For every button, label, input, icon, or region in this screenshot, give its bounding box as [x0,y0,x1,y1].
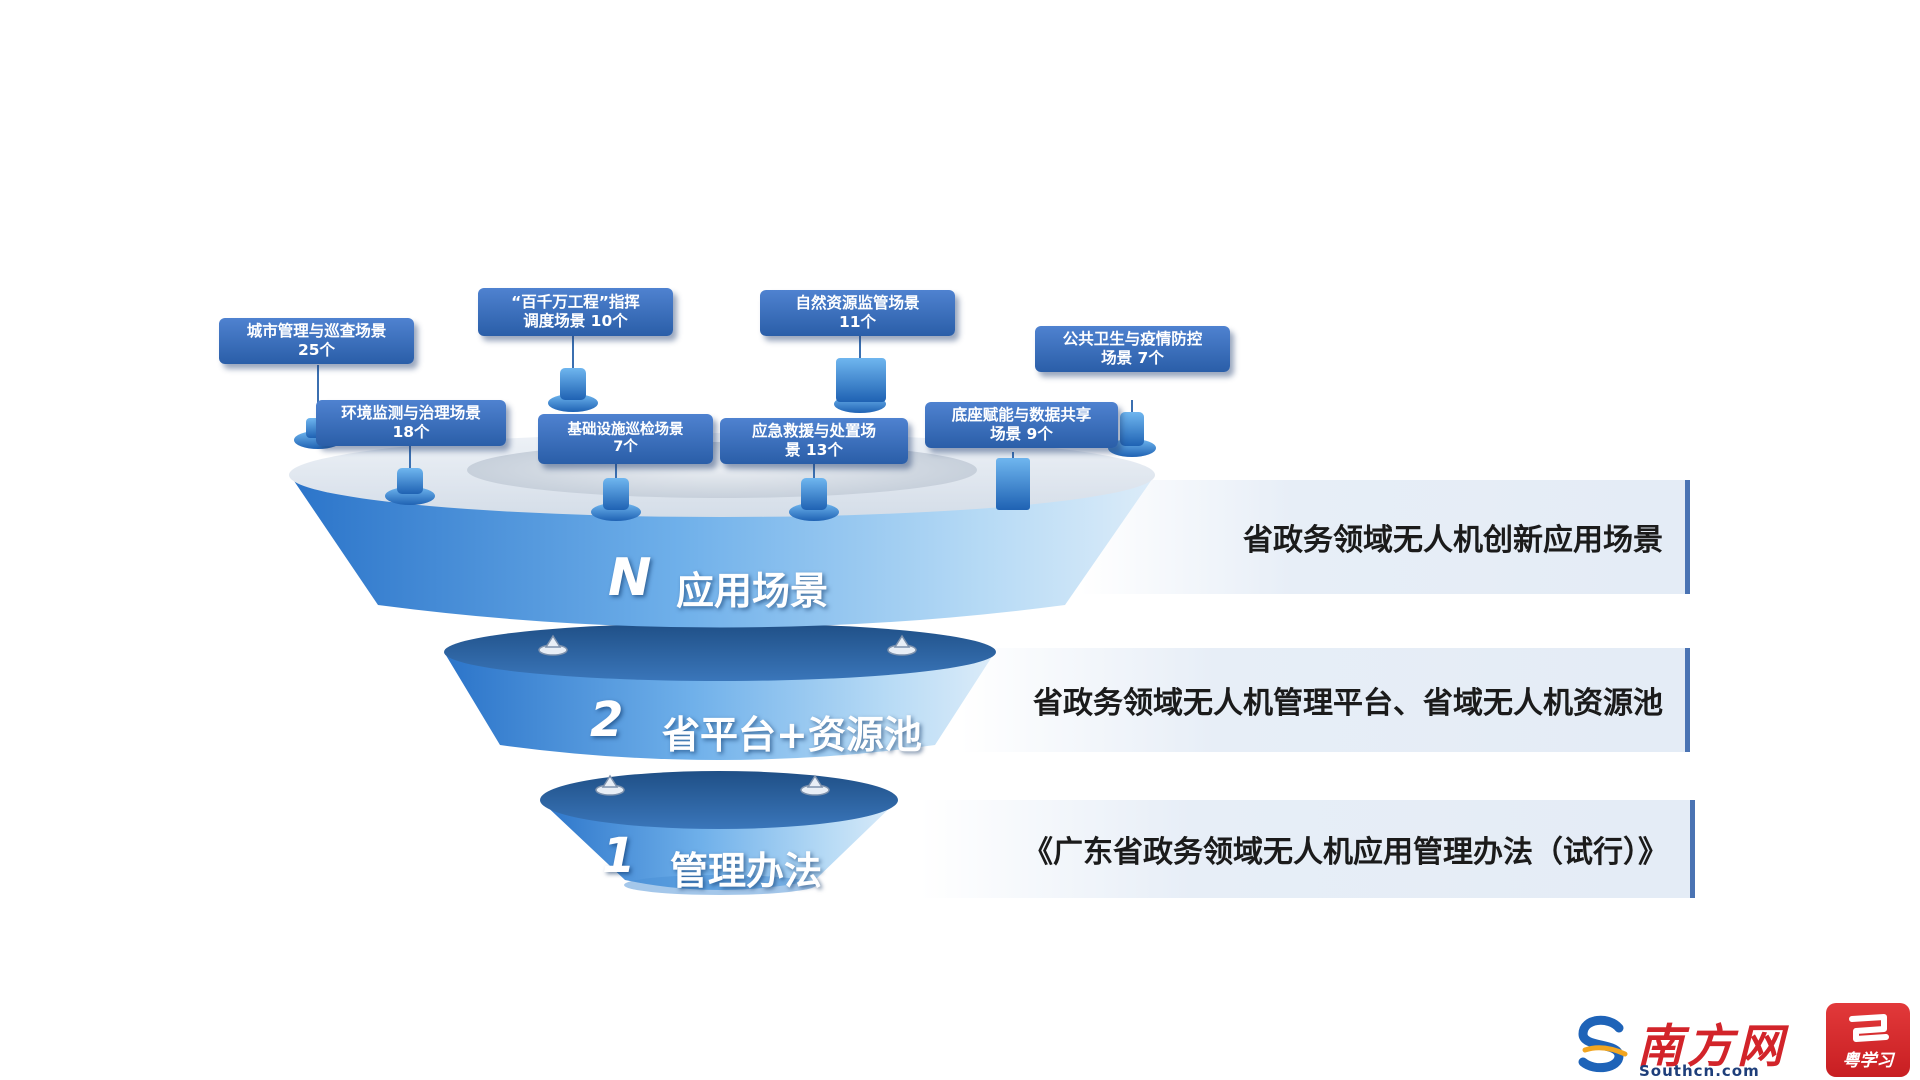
tier-2-description-band: 省政务领域无人机管理平台、省域无人机资源池 [960,648,1690,752]
southcn-chinese-name: 南方网 [1637,1019,1787,1073]
drone-icon [996,452,1030,510]
drone-icon [834,334,886,413]
arrow-up-icon [800,774,830,796]
scene-box-data-sharing: 底座赋能与数据共享场景 9个 [925,402,1118,448]
connector-arrows [538,634,917,796]
arrow-up-icon [887,634,917,656]
tier-2-cone [444,623,996,760]
southcn-emblem-icon [1578,1015,1628,1073]
tier-1-description: 《广东省政务领域无人机应用管理办法（试行）》 [1023,835,1668,870]
arrow-up-icon [538,634,568,656]
southcn-english-name: Southcn.com [1639,1062,1760,1080]
tier-n-number: N [608,548,652,608]
drone-icon [591,462,641,521]
tier-2-description: 省政务领域无人机管理平台、省域无人机资源池 [1033,686,1663,721]
drone-icon [385,440,435,505]
yuexuexi-name: 粤学习 [1842,1051,1894,1071]
drone-icon [1108,400,1156,457]
tier-1-number: 1 [602,828,636,884]
tier-1-label: 管理办法 [670,849,823,893]
scene-box-baiqianwan: “百千万工程”指挥调度场景 10个 [478,288,673,336]
tier-1-description-band: 《广东省政务领域无人机应用管理办法（试行）》 [920,800,1695,898]
tier-n-cone [289,433,1155,628]
tier-2-number: 2 [590,692,624,748]
southcn-logo: 南方网 Southcn.com [1575,1010,1790,1080]
tier-n-label: 应用场景 [676,569,829,613]
arrow-up-icon [595,774,625,796]
tier-n-description-band: 省政务领域无人机创新应用场景 [1080,480,1690,594]
tier-2-label: 省平台+资源池 [662,713,922,757]
yuexuexi-logo: 粤学习 [1826,1003,1910,1077]
tier-n-description: 省政务领域无人机创新应用场景 [1243,523,1663,558]
scene-box-emergency: 应急救援与处置场景 13个 [720,418,908,464]
drone-icon [789,462,839,521]
drone-icon [548,330,598,412]
yuexuexi-emblem-icon [1849,1014,1889,1042]
drone-pods [294,330,1156,521]
scene-box-public-health: 公共卫生与疫情防控场景 7个 [1035,326,1230,372]
